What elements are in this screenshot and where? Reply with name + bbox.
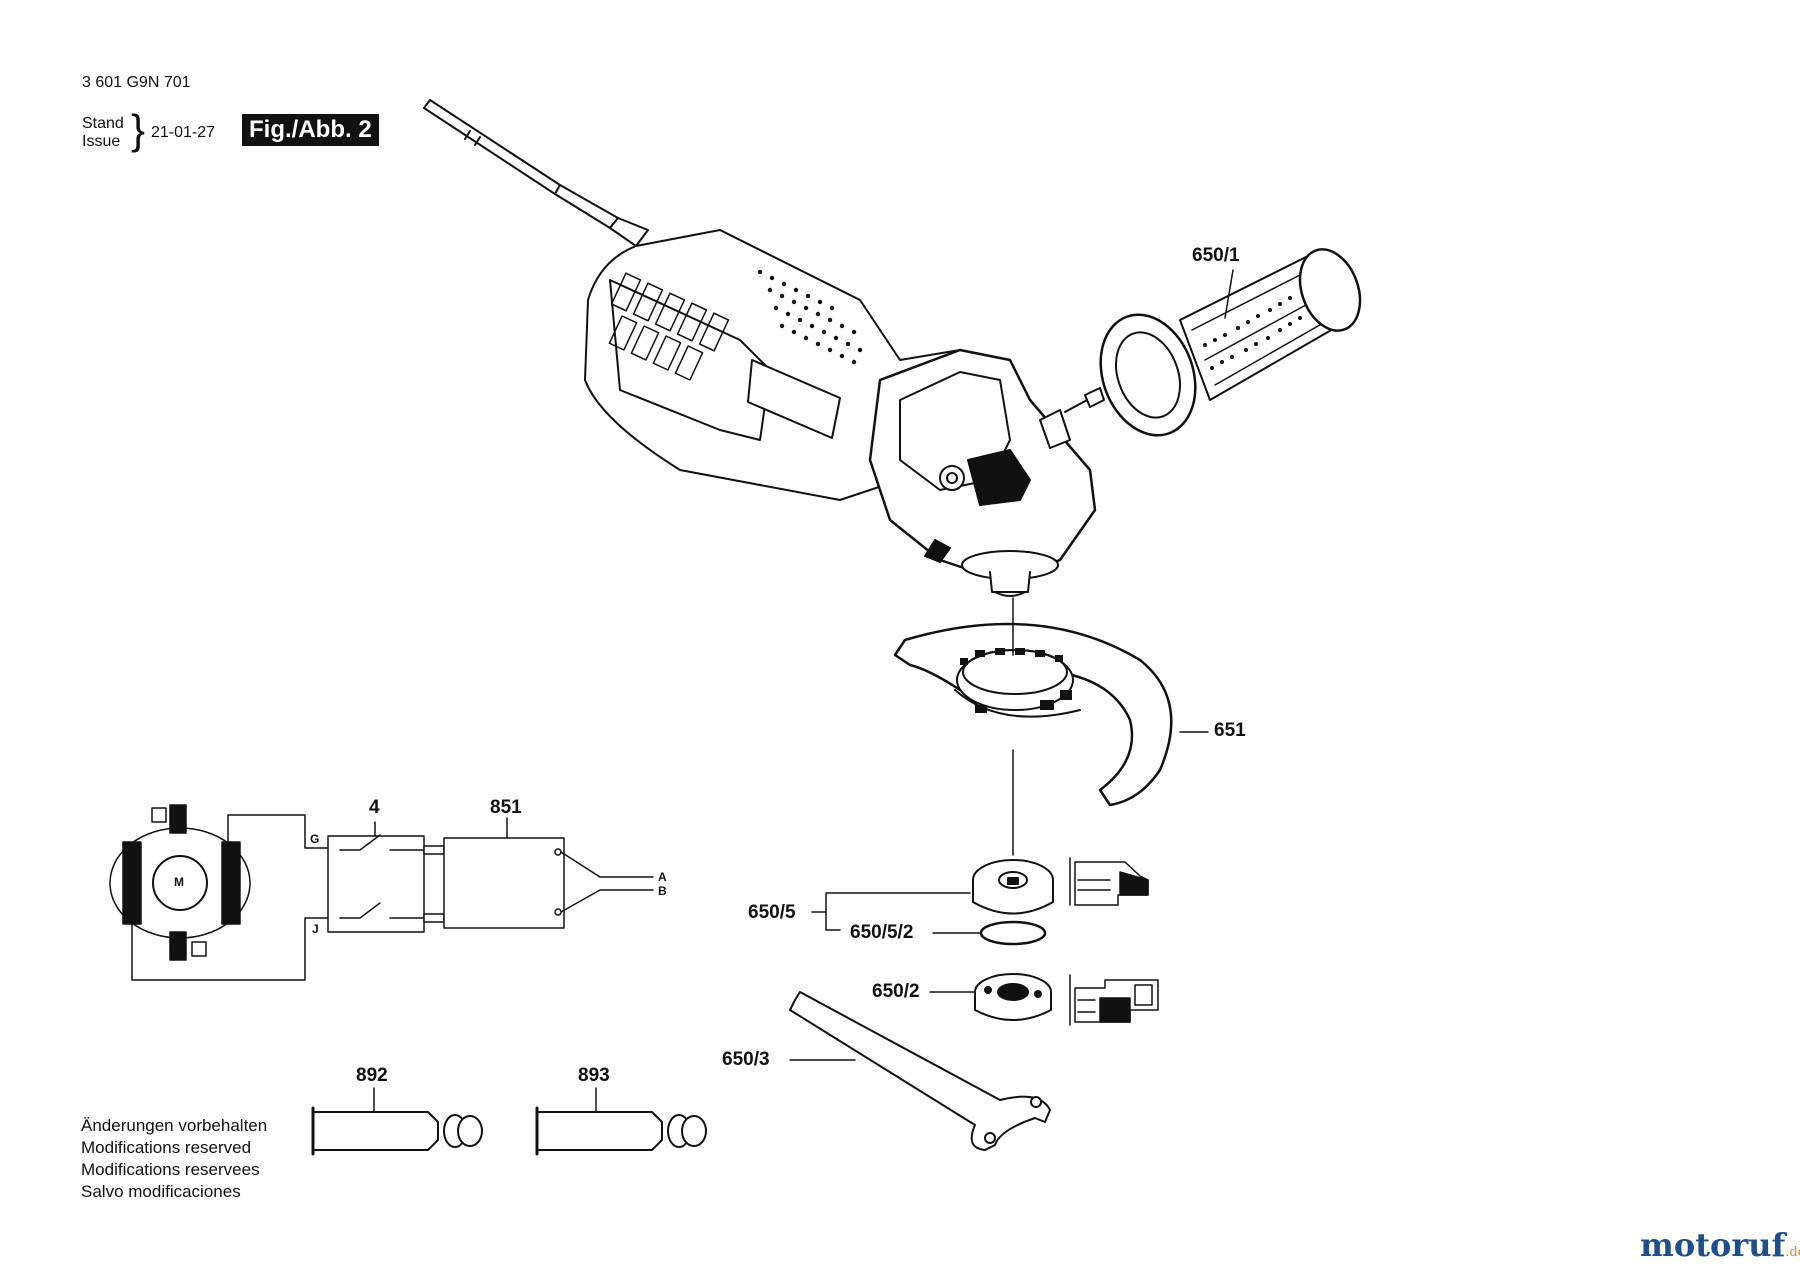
watermark-tld: .de xyxy=(1785,1245,1800,1260)
part-label-892: 892 xyxy=(356,1065,388,1086)
part-label-650-1: 650/1 xyxy=(1192,245,1240,266)
notice-line-de: Änderungen vorbehalten xyxy=(81,1116,268,1135)
brace-icon: } xyxy=(131,106,146,153)
part-label-851: 851 xyxy=(490,797,522,818)
part-label-650-3: 650/3 xyxy=(722,1049,770,1070)
terminal-b-label: B xyxy=(658,884,667,898)
part-label-650-2: 650/2 xyxy=(872,981,920,1002)
angle-grinder-body-icon xyxy=(584,229,1097,597)
figure-label: Fig./Abb. 2 xyxy=(242,114,379,146)
watermark-name: motoruf xyxy=(1640,1226,1786,1264)
mounting-flange-icon xyxy=(972,859,1054,915)
stand-label: Stand xyxy=(82,115,124,132)
issue-label: Issue xyxy=(82,133,121,150)
part-label-651: 651 xyxy=(1214,720,1246,741)
motor-icon xyxy=(152,855,208,911)
power-cord-icon xyxy=(423,99,649,247)
nut-section-icon xyxy=(1069,974,1159,1026)
motor-label: M xyxy=(174,875,184,889)
terminal-j-label: J xyxy=(312,922,319,936)
grease-tube-893-icon xyxy=(535,1106,707,1156)
notice-line-es: Salvo modificaciones xyxy=(81,1182,241,1201)
wiring-diagram xyxy=(109,804,654,981)
grease-tube-892-icon xyxy=(311,1106,483,1156)
notice-line-en: Modifications reserved xyxy=(81,1138,252,1157)
watermark-logo: motoruf.de xyxy=(1640,1226,1800,1264)
part-label-650-5: 650/5 xyxy=(748,902,796,923)
switch-box xyxy=(327,835,425,933)
terminal-a-label: A xyxy=(658,870,667,884)
auxiliary-handle-icon xyxy=(1064,248,1362,437)
pin-spanner-icon xyxy=(789,991,1051,1151)
notice-line-fr: Modifications reservees xyxy=(81,1160,260,1179)
clamping-nut-icon xyxy=(974,973,1052,1021)
o-ring-icon xyxy=(979,920,1047,946)
wheel-guard-icon xyxy=(893,622,1173,807)
flange-section-icon xyxy=(1069,857,1149,906)
modifications-notice: Änderungen vorbehalten Modifications res… xyxy=(81,1115,267,1203)
issue-date: 21-01-27 xyxy=(151,124,216,141)
part-label-4: 4 xyxy=(369,797,380,818)
suppressor-box xyxy=(443,837,565,929)
document-number: 3 601 G9N 701 xyxy=(82,74,191,91)
part-label-650-5-2: 650/5/2 xyxy=(850,922,914,943)
leader-lines xyxy=(373,269,1234,1114)
part-label-893: 893 xyxy=(578,1065,610,1086)
terminal-g-label: G xyxy=(310,832,320,846)
